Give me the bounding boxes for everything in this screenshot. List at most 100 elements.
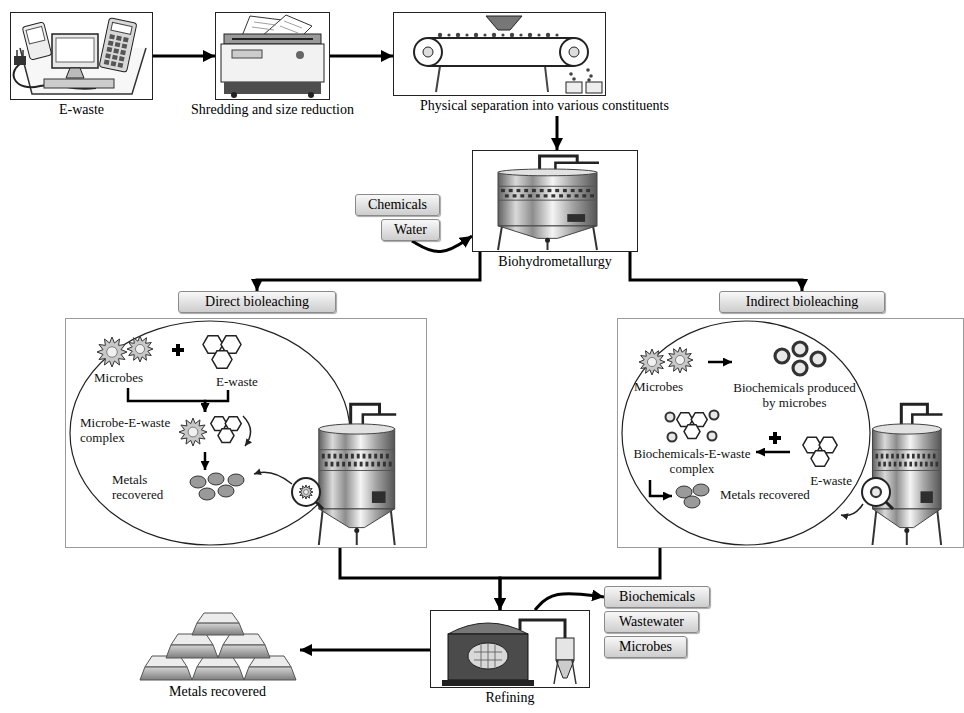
biochemical-ring: [710, 411, 719, 420]
tank-band-dot: [902, 454, 905, 459]
bioleaching-panel: MicrobesBiochemicals produced by microbe…: [617, 318, 964, 548]
collection-bin: [586, 82, 602, 93]
e-waste-hexagon: [811, 451, 829, 467]
tank-band-dot: [567, 194, 571, 197]
metal-ingot: [218, 634, 270, 658]
ingot-top: [197, 613, 239, 623]
belt-particle: [519, 33, 522, 36]
belt-particle: [501, 33, 504, 36]
calculator-key: [120, 50, 126, 55]
calculator-key: [106, 47, 112, 52]
tank-band-dot: [540, 189, 544, 192]
metal-ingot: [166, 634, 218, 658]
tank-band-dot: [917, 454, 920, 459]
tank-band: [319, 449, 395, 450]
tank-band-dot: [907, 454, 910, 459]
tank-lid: [498, 169, 597, 176]
ingot-top: [171, 634, 213, 645]
calculator-key: [116, 36, 122, 41]
tank-band-dot: [928, 454, 931, 459]
calculator-key: [115, 42, 121, 47]
falling-particle: [572, 77, 576, 81]
tank-lid: [319, 424, 395, 434]
tank-band-dot: [339, 454, 342, 459]
tank-band-dot: [351, 454, 354, 459]
shredder-wheel: [308, 92, 314, 98]
tank-cone: [319, 509, 395, 528]
valve: [545, 238, 550, 243]
zoom-lens: [292, 478, 323, 509]
calculator-key: [104, 60, 110, 65]
falling-particle: [587, 78, 591, 82]
process-box: Chemicals: [355, 194, 440, 216]
tank-band-dot: [579, 189, 583, 192]
keyboard: [44, 79, 114, 88]
microbe-core: [188, 427, 198, 437]
furnace-door: [468, 643, 508, 669]
box-label: Chemicals: [368, 197, 427, 213]
tank-body: [319, 429, 395, 509]
tank-band-dot: [331, 462, 334, 467]
zoom-circle: [70, 321, 350, 545]
tank-band-dot: [915, 462, 918, 467]
tank-band-dot: [909, 462, 912, 467]
plug-prongs: [17, 50, 23, 56]
tank-band-dot: [505, 194, 509, 197]
image-frame: Biohydrometallurgy: [472, 150, 638, 252]
cyclone-legs: [554, 660, 576, 684]
metal-nugget: [684, 496, 700, 508]
step-label: E-waste: [790, 473, 852, 488]
process-box: Indirect bioleaching: [719, 291, 885, 313]
image-frame: Metals recovered: [135, 612, 300, 682]
tank-band-dot: [325, 462, 328, 467]
microbe-cell: [639, 349, 665, 375]
tank-band-dot: [930, 462, 933, 467]
tank-band-dot: [377, 462, 380, 467]
flow-arrow: [205, 390, 228, 412]
shredder-slot: [232, 38, 313, 40]
box-label: Water: [394, 222, 427, 238]
direct-bioleaching-illustration: [70, 321, 396, 545]
metal-nugget: [218, 485, 234, 497]
image-frame: E-waste: [10, 12, 153, 100]
tank-band-dot: [896, 454, 899, 459]
tank-lid: [872, 424, 941, 434]
valve: [904, 528, 909, 533]
tank-cone: [872, 509, 941, 528]
tank-band-dot: [571, 189, 575, 192]
conveyor-belt: [428, 38, 574, 66]
step-item: Metals recovered: [112, 470, 247, 506]
cyclone-cone: [556, 660, 574, 678]
microbe-core: [135, 344, 144, 353]
tank-band-dot: [878, 462, 881, 467]
box-label: Microbes: [619, 639, 672, 655]
tank-band-dot: [333, 454, 336, 459]
tank-legs: [319, 509, 395, 545]
roller-hub: [569, 47, 579, 57]
e-waste-hexagon: [684, 425, 700, 439]
control-box: [567, 214, 585, 222]
belt-particle: [546, 33, 550, 37]
tank-band-dot: [336, 462, 339, 467]
step-item: Biochemicals-E-waste complex: [630, 410, 756, 480]
image-frame: Refining: [430, 610, 590, 688]
calculator-display: [111, 22, 132, 34]
metal-nugget: [228, 474, 244, 486]
process-box: Microbes: [604, 636, 687, 658]
step-item: Metals recovered: [672, 484, 840, 508]
belt-particle: [474, 33, 478, 37]
step-item: E-waste: [790, 433, 854, 489]
step-label: Microbes: [94, 370, 170, 385]
attachment-arrow: [243, 416, 251, 446]
calculator-key: [121, 43, 127, 48]
tank-band-dot: [886, 454, 889, 459]
ingot-front: [192, 667, 244, 680]
calculator-key: [111, 61, 117, 66]
flow-arrow: [630, 252, 802, 291]
flow-arrow: [204, 452, 207, 470]
tank-band-dot: [328, 454, 331, 459]
handheld-device: [22, 22, 52, 60]
shredder-top: [224, 34, 321, 44]
biochemical-ring: [871, 487, 881, 497]
box-label: Wastewater: [619, 614, 684, 630]
